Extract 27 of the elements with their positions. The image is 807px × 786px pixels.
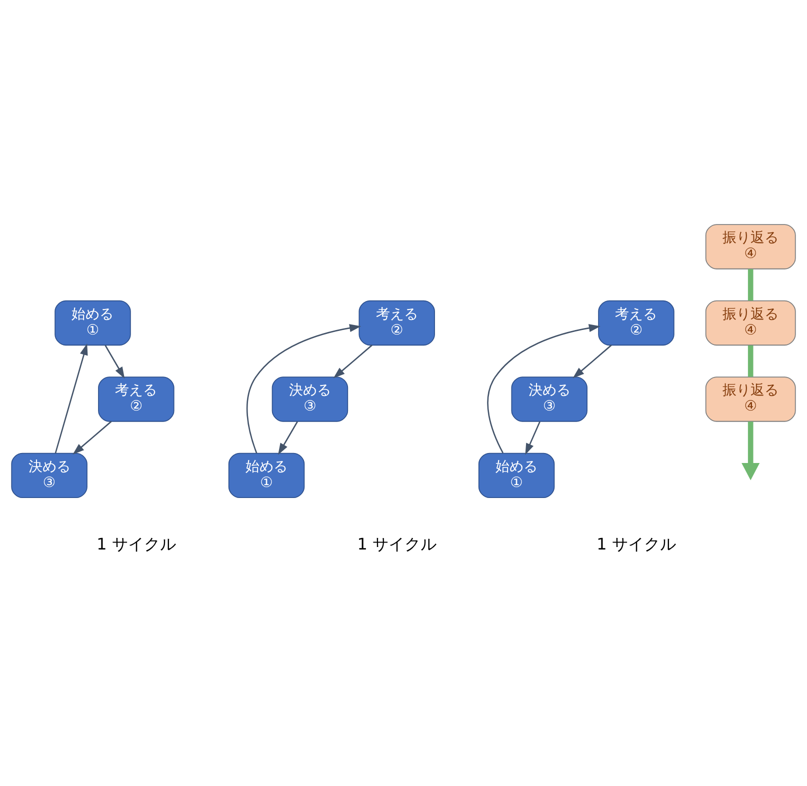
node-box: 振り返る ④ <box>705 376 796 422</box>
label: 1 サイクル <box>596 534 676 554</box>
node-box: 振り返る ④ <box>705 224 796 270</box>
connector <box>748 345 754 377</box>
arrow <box>487 324 600 454</box>
arrow <box>278 421 298 455</box>
node-box: 始める ① <box>478 452 555 498</box>
node-box: 考える ② <box>98 376 174 422</box>
node-box: 始める ① <box>228 452 305 498</box>
arrow <box>246 324 362 454</box>
arrow <box>104 345 125 379</box>
label: 1 サイクル <box>357 534 436 554</box>
node-box: 始める ① <box>54 300 131 346</box>
connector <box>748 269 754 301</box>
node-box: 考える ② <box>358 300 435 346</box>
arrow <box>742 422 760 480</box>
node-box: 振り返る ④ <box>705 300 796 346</box>
arrow <box>54 344 88 454</box>
node-box: 決める ③ <box>272 376 348 422</box>
node-box: 決める ③ <box>511 376 588 422</box>
arrow <box>572 344 612 378</box>
arrow <box>333 344 372 378</box>
arrow <box>72 420 112 455</box>
label: 1 サイクル <box>96 534 176 554</box>
node-box: 考える ② <box>598 300 674 346</box>
node-box: 決める ③ <box>11 452 88 498</box>
arrow <box>525 421 540 455</box>
